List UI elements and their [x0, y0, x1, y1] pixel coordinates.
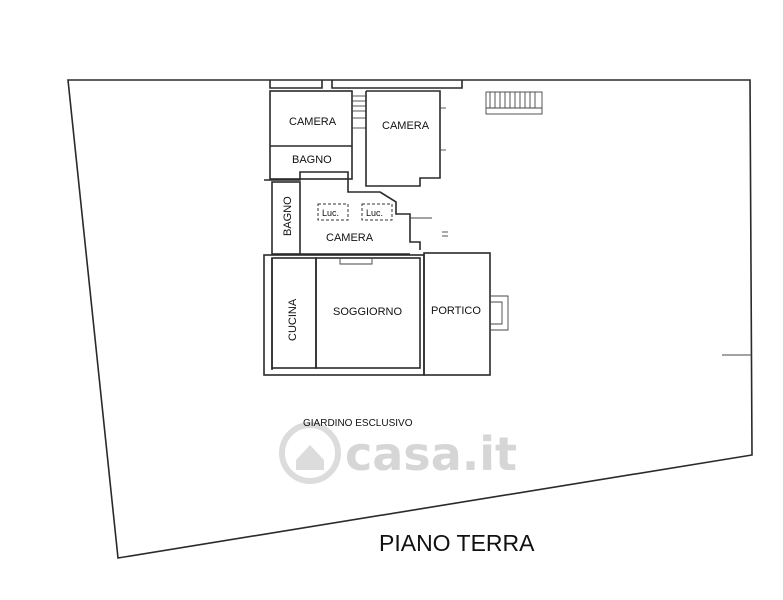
garden-label: GIARDINO ESCLUSIVO	[303, 418, 413, 429]
room-label-camera-3: CAMERA	[326, 232, 374, 244]
room-label-cucina: CUCINA	[287, 298, 299, 341]
room-label-camera-2: CAMERA	[382, 120, 430, 132]
room-label-portico: PORTICO	[431, 305, 481, 317]
watermark-house-icon	[279, 422, 341, 484]
watermark: casa.it	[279, 422, 517, 484]
room-label-bagno-2: BAGNO	[282, 196, 294, 236]
external-stairs	[485, 91, 543, 115]
skylight-label-2: Luc.	[366, 208, 383, 218]
skylight-1	[317, 203, 349, 221]
room-label-bagno-1: BAGNO	[292, 154, 332, 166]
floor-title: PIANO TERRA	[379, 530, 535, 556]
garden-boundary	[67, 79, 753, 559]
watermark-house-shape	[296, 445, 324, 470]
portico-steps	[490, 295, 509, 331]
house-walls	[263, 80, 543, 376]
room-label-soggiorno: SOGGIORNO	[333, 306, 403, 318]
skylight-label-1: Luc.	[322, 208, 339, 218]
watermark-text: casa.it	[345, 427, 517, 481]
room-label-camera-1: CAMERA	[289, 116, 337, 128]
skylight-2	[361, 203, 393, 221]
